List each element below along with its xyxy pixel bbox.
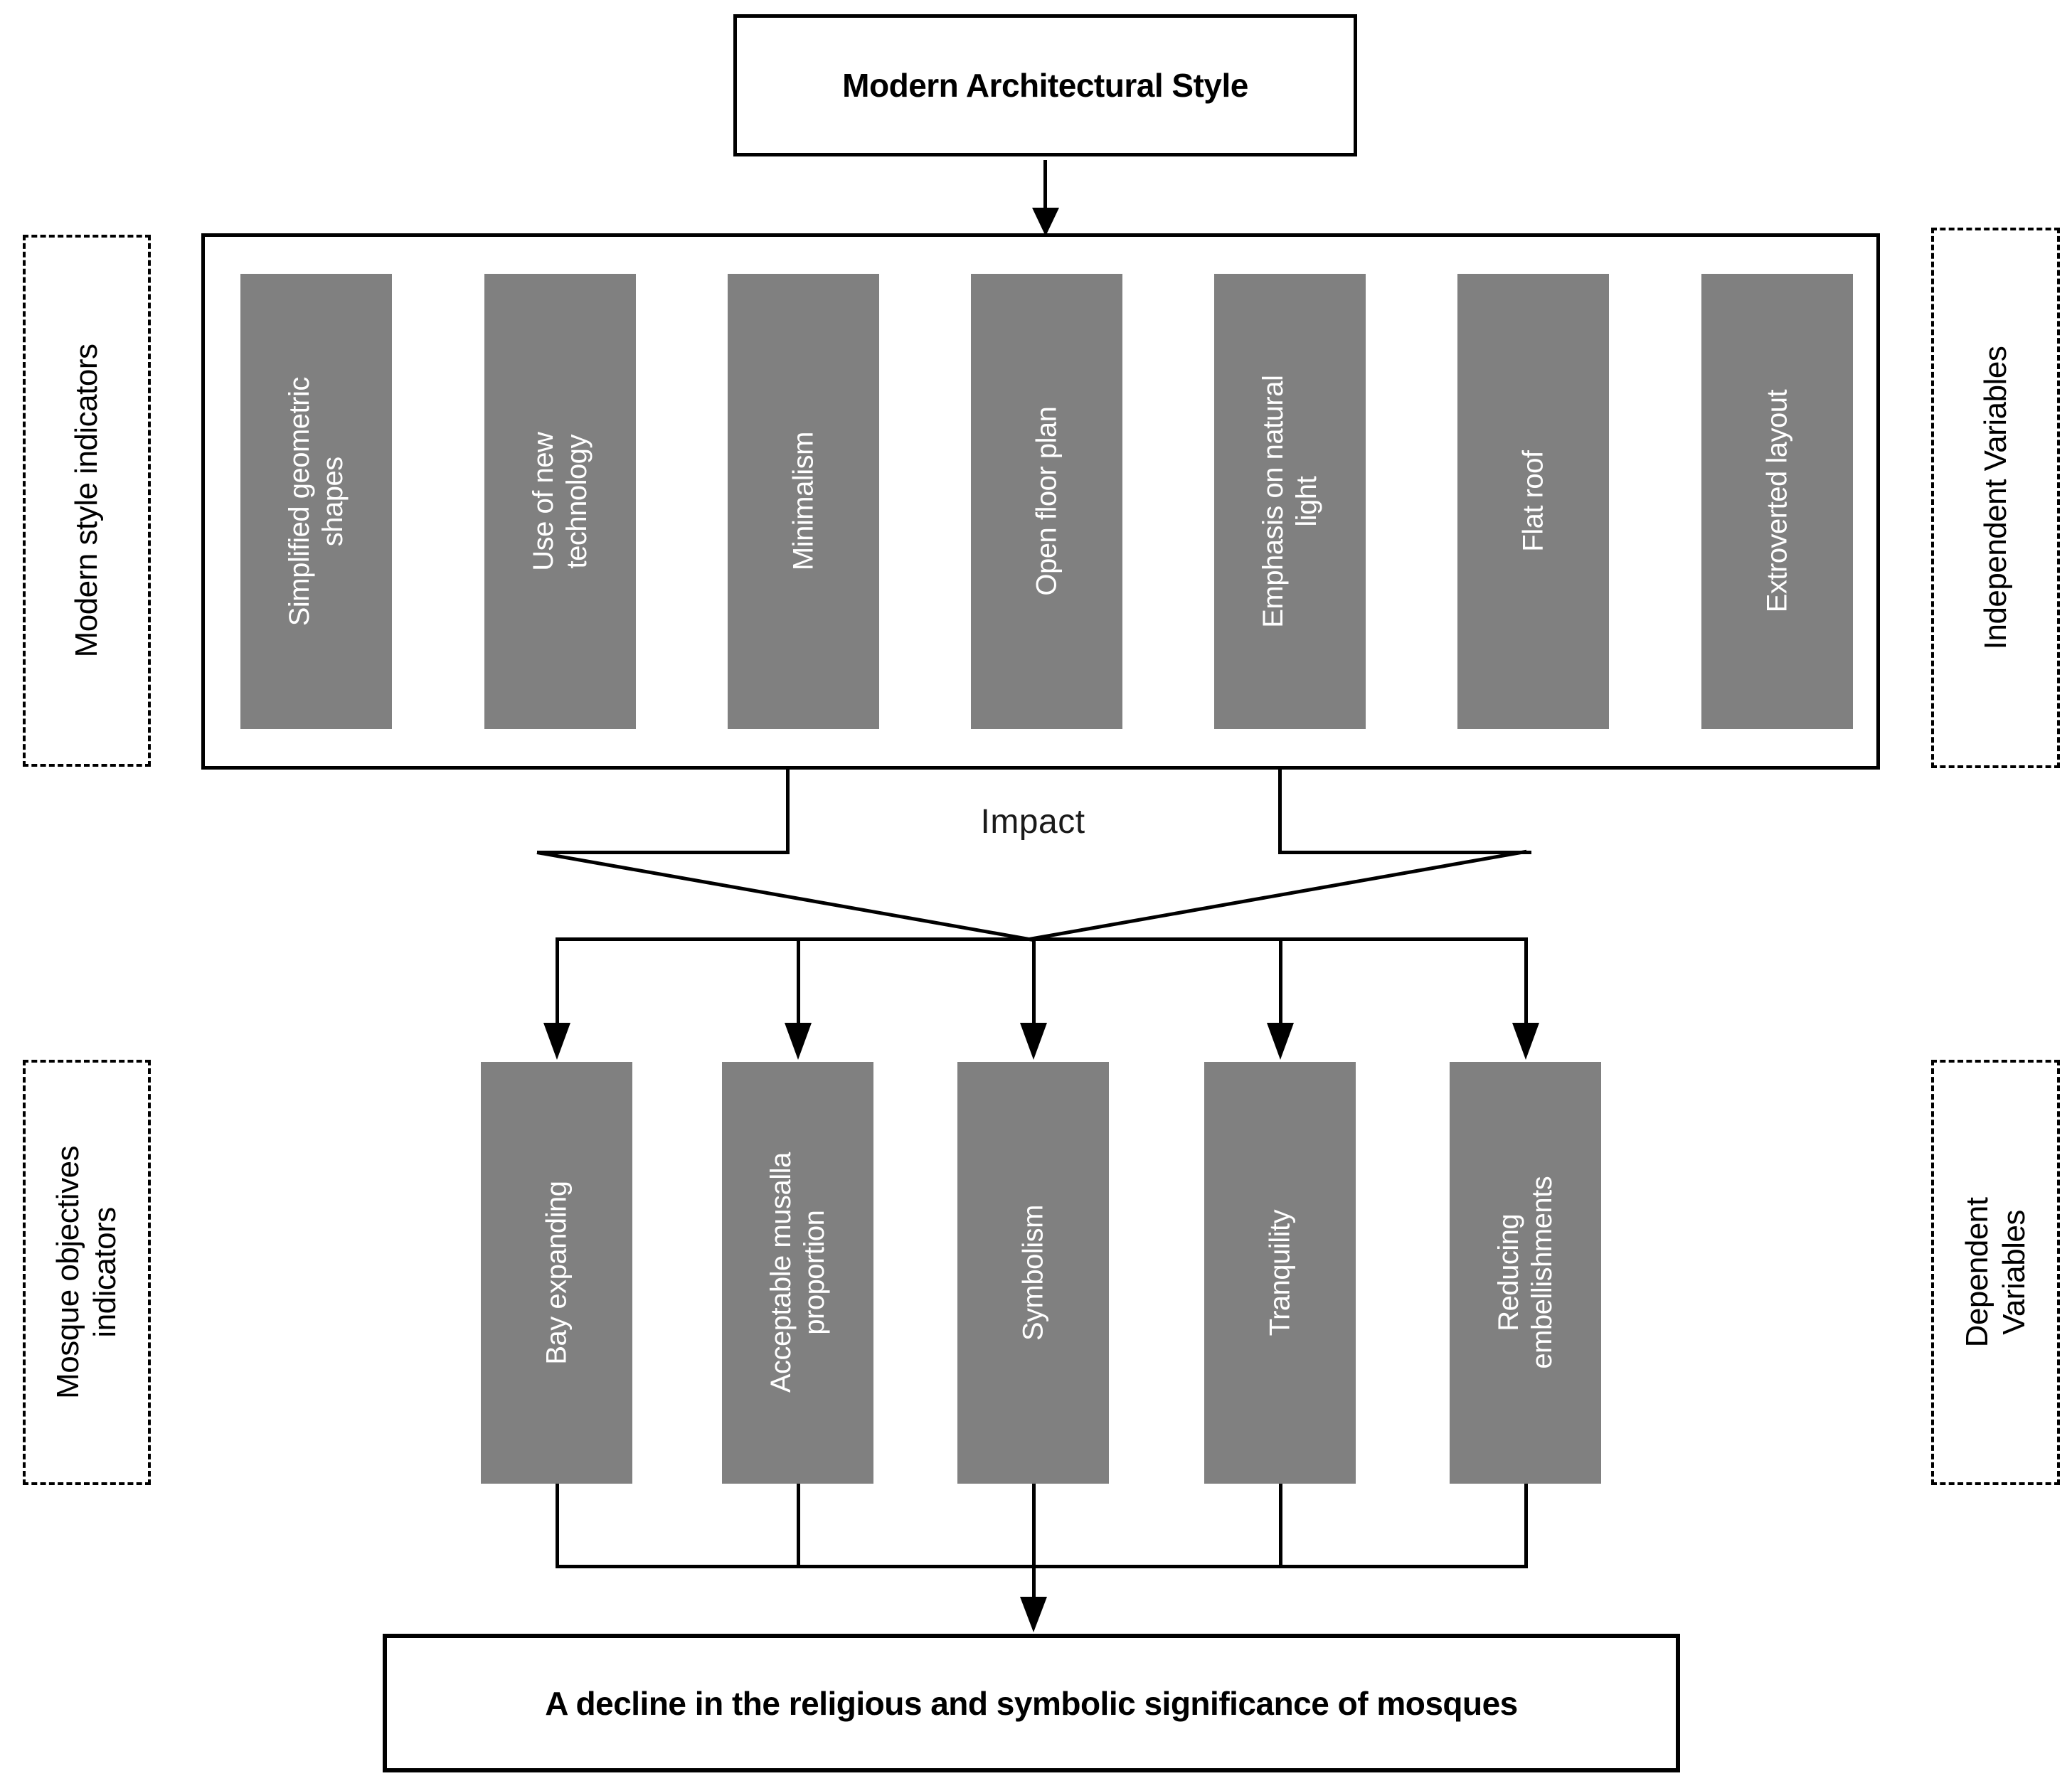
funnel-stub-left: [786, 770, 790, 854]
independent-box-2-label: Use of new technology: [527, 432, 593, 571]
independent-box-2: Use of new technology: [484, 274, 636, 729]
dep-arrow-shaft-3: [1032, 937, 1036, 1024]
dependent-box-1: Bay expanding: [481, 1062, 632, 1484]
independent-variables-label: Independent Variables: [1977, 346, 2013, 650]
funnel-shoulder-right: [1278, 851, 1531, 854]
collector-drop-2: [797, 1484, 800, 1568]
collector-drop-5: [1524, 1484, 1528, 1568]
dependent-box-3-label: Symbolism: [1016, 1204, 1048, 1341]
dependent-variables-label: Dependent Variables: [1959, 1197, 2031, 1348]
independent-box-4: Open floor plan: [971, 274, 1122, 729]
independent-box-6: Flat roof: [1457, 274, 1609, 729]
funnel-shoulder-left: [537, 851, 790, 854]
modern-style-indicators-box: Modern style indicators: [23, 235, 151, 767]
outcome-text: A decline in the religious and symbolic …: [545, 1684, 1518, 1722]
title-arrow-head-icon: [1032, 208, 1059, 236]
title-box: Modern Architectural Style: [733, 14, 1357, 156]
independent-box-6-label: Flat roof: [1516, 450, 1548, 553]
independent-box-7: Extroverted layout: [1701, 274, 1853, 729]
title-arrow-shaft: [1043, 160, 1047, 211]
independent-box-3: Minimalism: [728, 274, 879, 729]
impact-label: Impact: [980, 803, 1085, 841]
independent-box-1-label: Simplified geometric shapes: [283, 376, 349, 627]
independent-box-1: Simplified geometric shapes: [240, 274, 392, 729]
funnel-diagonal-right: [1029, 849, 1527, 941]
dependent-box-5-label: Reducing embellishments: [1492, 1176, 1558, 1369]
collector-line: [556, 1565, 1527, 1568]
independent-box-5-label: Emphasis on natural light: [1257, 375, 1322, 628]
collector-drop-1: [556, 1484, 559, 1568]
mosque-objectives-indicators-label: Mosque objectives indicators: [51, 1146, 122, 1399]
dep-arrow-head-5-icon: [1512, 1023, 1539, 1060]
dependent-box-3: Symbolism: [957, 1062, 1109, 1484]
dep-arrow-shaft-5: [1524, 937, 1528, 1024]
dependent-box-2-label: Acceptable musalla proportion: [765, 1152, 830, 1393]
dep-arrow-shaft-4: [1279, 937, 1282, 1024]
dependent-box-1-label: Bay expanding: [540, 1181, 572, 1365]
modern-style-indicators-label: Modern style indicators: [69, 344, 105, 658]
dep-arrow-shaft-2: [797, 937, 800, 1024]
independent-variables-box: Independent Variables: [1931, 228, 2060, 768]
collector-drop-3: [1032, 1484, 1036, 1568]
dependent-variables-box: Dependent Variables: [1931, 1060, 2060, 1485]
independent-box-4-label: Open floor plan: [1030, 407, 1062, 597]
dep-arrow-head-1-icon: [543, 1023, 570, 1060]
funnel-stub-right: [1278, 770, 1282, 854]
mosque-objectives-indicators-box: Mosque objectives indicators: [23, 1060, 151, 1485]
dep-arrow-head-2-icon: [785, 1023, 812, 1060]
distribution-line: [556, 937, 1527, 941]
independent-box-5: Emphasis on natural light: [1214, 274, 1366, 729]
dependent-box-4: Tranquility: [1204, 1062, 1356, 1484]
independent-box-7-label: Extroverted layout: [1760, 390, 1792, 613]
independent-box-3-label: Minimalism: [787, 432, 819, 571]
funnel-diagonal-left: [536, 851, 1035, 942]
dependent-box-5: Reducing embellishments: [1450, 1062, 1601, 1484]
outcome-arrow-head-icon: [1020, 1597, 1047, 1632]
collector-drop-4: [1279, 1484, 1282, 1568]
dep-arrow-head-4-icon: [1267, 1023, 1294, 1060]
outcome-arrow-shaft: [1032, 1565, 1036, 1600]
outcome-box: A decline in the religious and symbolic …: [383, 1634, 1680, 1772]
dependent-box-2: Acceptable musalla proportion: [722, 1062, 873, 1484]
dependent-box-4-label: Tranquility: [1263, 1209, 1295, 1336]
title-text: Modern Architectural Style: [842, 67, 1248, 104]
dep-arrow-shaft-1: [556, 937, 559, 1024]
dep-arrow-head-3-icon: [1020, 1023, 1047, 1060]
